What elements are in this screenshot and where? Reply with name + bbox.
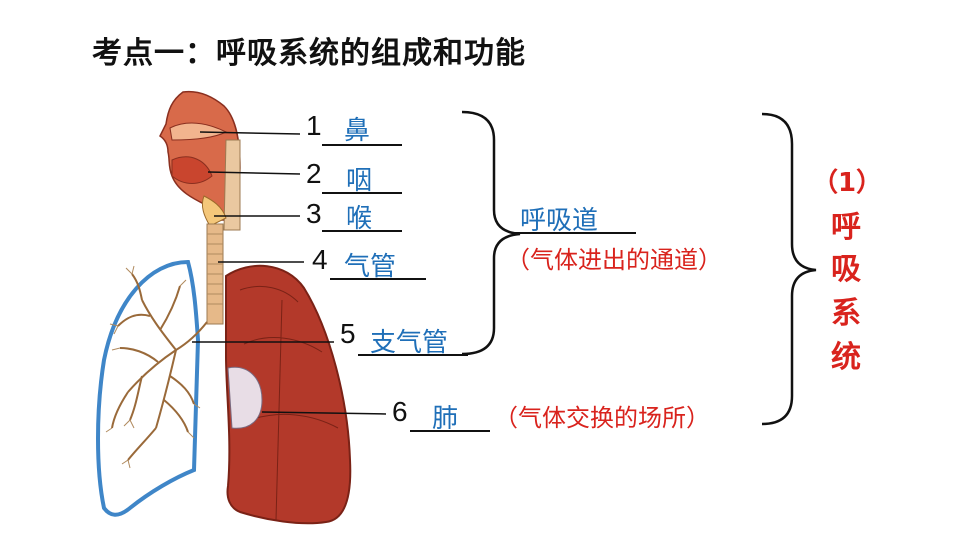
answer-larynx: 喉 bbox=[346, 204, 373, 234]
system-bracket bbox=[761, 112, 817, 426]
airway-function-note: （气体进出的通道） bbox=[506, 246, 722, 274]
airway-label: 呼吸道 bbox=[520, 206, 599, 236]
label-number-3: 3 bbox=[306, 198, 322, 229]
system-char-4: 统 bbox=[831, 340, 861, 375]
label-number-6: 6 bbox=[392, 396, 408, 427]
answer-pharynx: 咽 bbox=[346, 166, 373, 196]
page-title: 考点一：呼吸系统的组成和功能 bbox=[92, 36, 526, 71]
label-number-5: 5 bbox=[340, 318, 356, 349]
system-char-2: 吸 bbox=[831, 252, 861, 287]
answer-bronchi: 支气管 bbox=[370, 328, 449, 358]
spine bbox=[223, 139, 241, 231]
answer-lung: 肺 bbox=[432, 404, 459, 434]
right-lung bbox=[225, 264, 352, 525]
blank-line-5 bbox=[358, 354, 468, 356]
label-number-2: 2 bbox=[306, 158, 322, 189]
blank-line-6 bbox=[410, 430, 490, 432]
system-char-1: 呼 bbox=[831, 210, 861, 245]
answer-nose: 鼻 bbox=[344, 116, 371, 146]
blank-line-3 bbox=[322, 230, 402, 232]
label-number-4: 4 bbox=[312, 244, 328, 275]
lung-function-note: （气体交换的场所） bbox=[494, 404, 710, 432]
left-lung-outline bbox=[96, 259, 201, 517]
larynx bbox=[201, 195, 227, 227]
bronchial-tree bbox=[111, 273, 208, 461]
heart-notch bbox=[227, 366, 263, 429]
blank-line-2 bbox=[322, 192, 402, 194]
airway-bracket bbox=[461, 110, 521, 356]
airway-underline bbox=[512, 232, 636, 234]
mouth-tongue bbox=[171, 156, 213, 184]
answer-trachea: 气管 bbox=[344, 252, 397, 282]
system-number: （1） bbox=[812, 168, 883, 198]
blank-line-4 bbox=[330, 278, 426, 280]
system-char-3: 系 bbox=[831, 296, 861, 331]
head-section bbox=[159, 90, 241, 221]
blank-line-1 bbox=[322, 144, 402, 146]
label-number-1: 1 bbox=[306, 110, 322, 141]
